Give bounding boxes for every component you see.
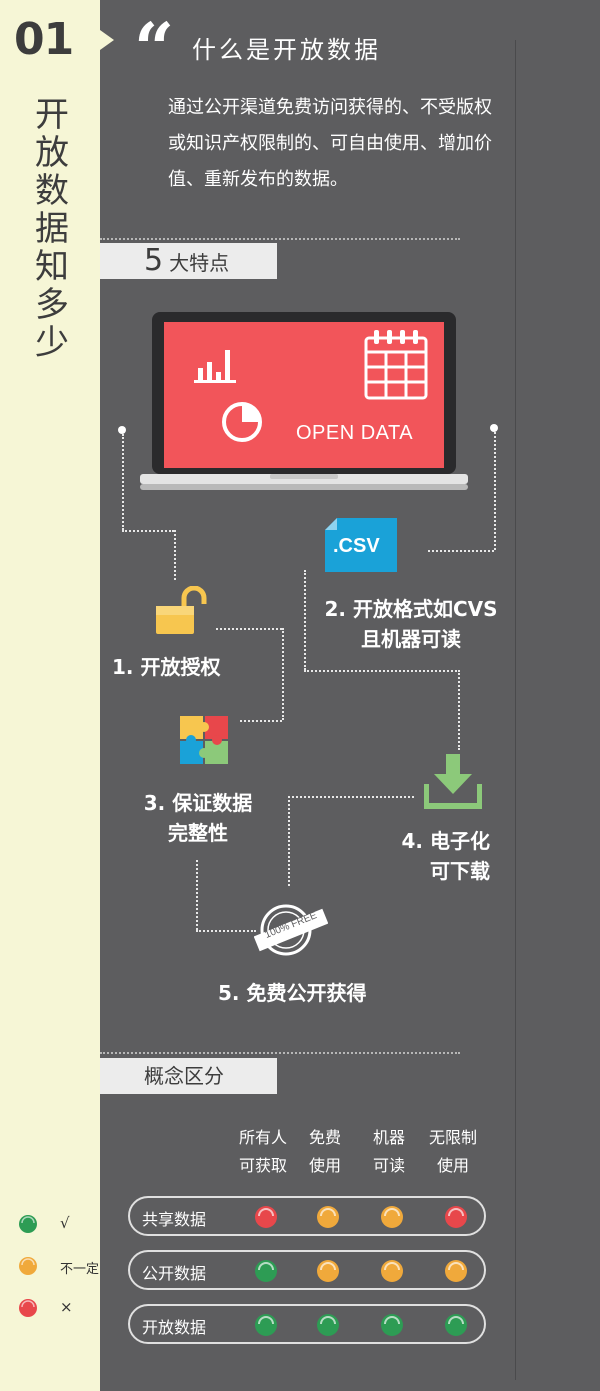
pointer-arrow-icon (100, 30, 114, 50)
status-maybe-dot-icon (381, 1260, 403, 1282)
row-label: 共享数据 (142, 1210, 207, 1229)
section-divider (100, 238, 460, 240)
status-maybe-dot-icon (381, 1206, 403, 1228)
download-icon (424, 754, 482, 809)
connector-line (240, 720, 282, 722)
row-label: 公开数据 (142, 1264, 207, 1283)
connector-dot (490, 424, 498, 432)
laptop-screen-text: OPEN DATA (296, 422, 414, 444)
legend-label: 不一定 (60, 1262, 100, 1277)
laptop-icon (140, 312, 468, 490)
column-header-line2: 使用 (436, 1156, 469, 1175)
legend-label: × (60, 1298, 73, 1316)
status-yes-dot-icon (255, 1314, 277, 1336)
column-header: 免费 使用 (290, 1124, 360, 1180)
connector-line (196, 930, 256, 932)
orange-status-dot-icon (19, 1257, 37, 1275)
section-number: 01 (14, 14, 74, 65)
connector-dot (118, 426, 126, 434)
table-row: 公开数据 (128, 1250, 486, 1290)
right-divider (515, 40, 516, 1380)
definition-title: 什么是开放数据 (192, 36, 381, 64)
table-row: 共享数据 (128, 1196, 486, 1236)
column-header-line1: 所有人 (238, 1128, 287, 1147)
status-yes-dot-icon (255, 1260, 277, 1282)
column-header: 机器 可读 (354, 1124, 424, 1180)
connector-line (122, 530, 174, 532)
feature-2-line1: 2. 开放格式如CVS (324, 597, 498, 621)
connector-line (196, 860, 198, 930)
feature-5-label: 5. 免费公开获得 (218, 981, 367, 1005)
feature-2-line2: 且机器可读 (361, 627, 461, 651)
feature-3-line1: 3. 保证数据 (143, 791, 253, 815)
status-yes-dot-icon (381, 1314, 403, 1336)
status-no-dot-icon (445, 1206, 467, 1228)
connector-line (428, 550, 494, 552)
status-no-dot-icon (255, 1206, 277, 1228)
feature-3-label: 3. 保证数据 完整性 (130, 788, 266, 848)
feature-4-line1: 4. 电子化 (401, 829, 490, 853)
row-label: 开放数据 (142, 1318, 207, 1337)
feature-4-line2: 可下载 (430, 859, 490, 883)
feature-3-line2: 完整性 (168, 821, 228, 845)
green-status-dot-icon (19, 1215, 37, 1233)
features-tab-number: 5 (144, 243, 164, 278)
column-header: 所有人 可获取 (228, 1124, 298, 1180)
status-maybe-dot-icon (445, 1260, 467, 1282)
connector-line (458, 670, 460, 750)
column-header-line2: 使用 (308, 1156, 341, 1175)
status-maybe-dot-icon (317, 1206, 339, 1228)
laptop-illustration: OPEN DATA (140, 310, 468, 490)
connector-line (282, 628, 284, 720)
concepts-tab-label: 概念区分 (144, 1064, 224, 1088)
definition-text: 通过公开渠道免费访问获得的、不受版权或知识产权限制的、可自由使用、增加价值、重新… (168, 97, 492, 190)
csv-file-icon: .CSV (325, 518, 397, 572)
table-row: 开放数据 (128, 1304, 486, 1344)
column-header-line1: 免费 (308, 1128, 341, 1147)
connector-line (494, 432, 496, 550)
puzzle-icon (180, 716, 228, 764)
feature-1-label: 1. 开放授权 (112, 655, 221, 679)
legend-label: √ (60, 1214, 70, 1232)
red-status-dot-icon (19, 1299, 37, 1317)
unlocked-padlock-icon (156, 586, 207, 634)
quote-mark-icon: “ (134, 7, 175, 90)
feature-2-label: 2. 开放格式如CVS 且机器可读 (318, 594, 504, 654)
status-yes-dot-icon (317, 1314, 339, 1336)
free-badge-icon: 100% FREE (253, 902, 329, 958)
column-header: 无限制 使用 (418, 1124, 488, 1180)
sidebar: 01 开放数据知多少 √ 不一定 × (0, 0, 100, 1391)
column-header-line1: 机器 (372, 1128, 405, 1147)
connector-line (122, 434, 124, 530)
connector-line (288, 796, 414, 798)
status-yes-dot-icon (445, 1314, 467, 1336)
vertical-title: 开放数据知多少 (35, 95, 69, 363)
connector-line (288, 796, 290, 886)
status-maybe-dot-icon (317, 1260, 339, 1282)
connector-line (216, 628, 282, 630)
connector-line (304, 670, 460, 672)
section-divider (100, 1052, 460, 1054)
csv-icon-text: .CSV (333, 535, 380, 557)
column-header-line2: 可获取 (238, 1156, 287, 1175)
connector-line (174, 530, 176, 580)
features-tab-label: 大特点 (169, 251, 230, 275)
feature-4-label: 4. 电子化 可下载 (380, 826, 490, 886)
concepts-tab: 概念区分 (100, 1058, 277, 1094)
connector-line (304, 570, 306, 670)
column-header-line1: 无限制 (428, 1128, 477, 1147)
column-header-line2: 可读 (372, 1156, 405, 1175)
